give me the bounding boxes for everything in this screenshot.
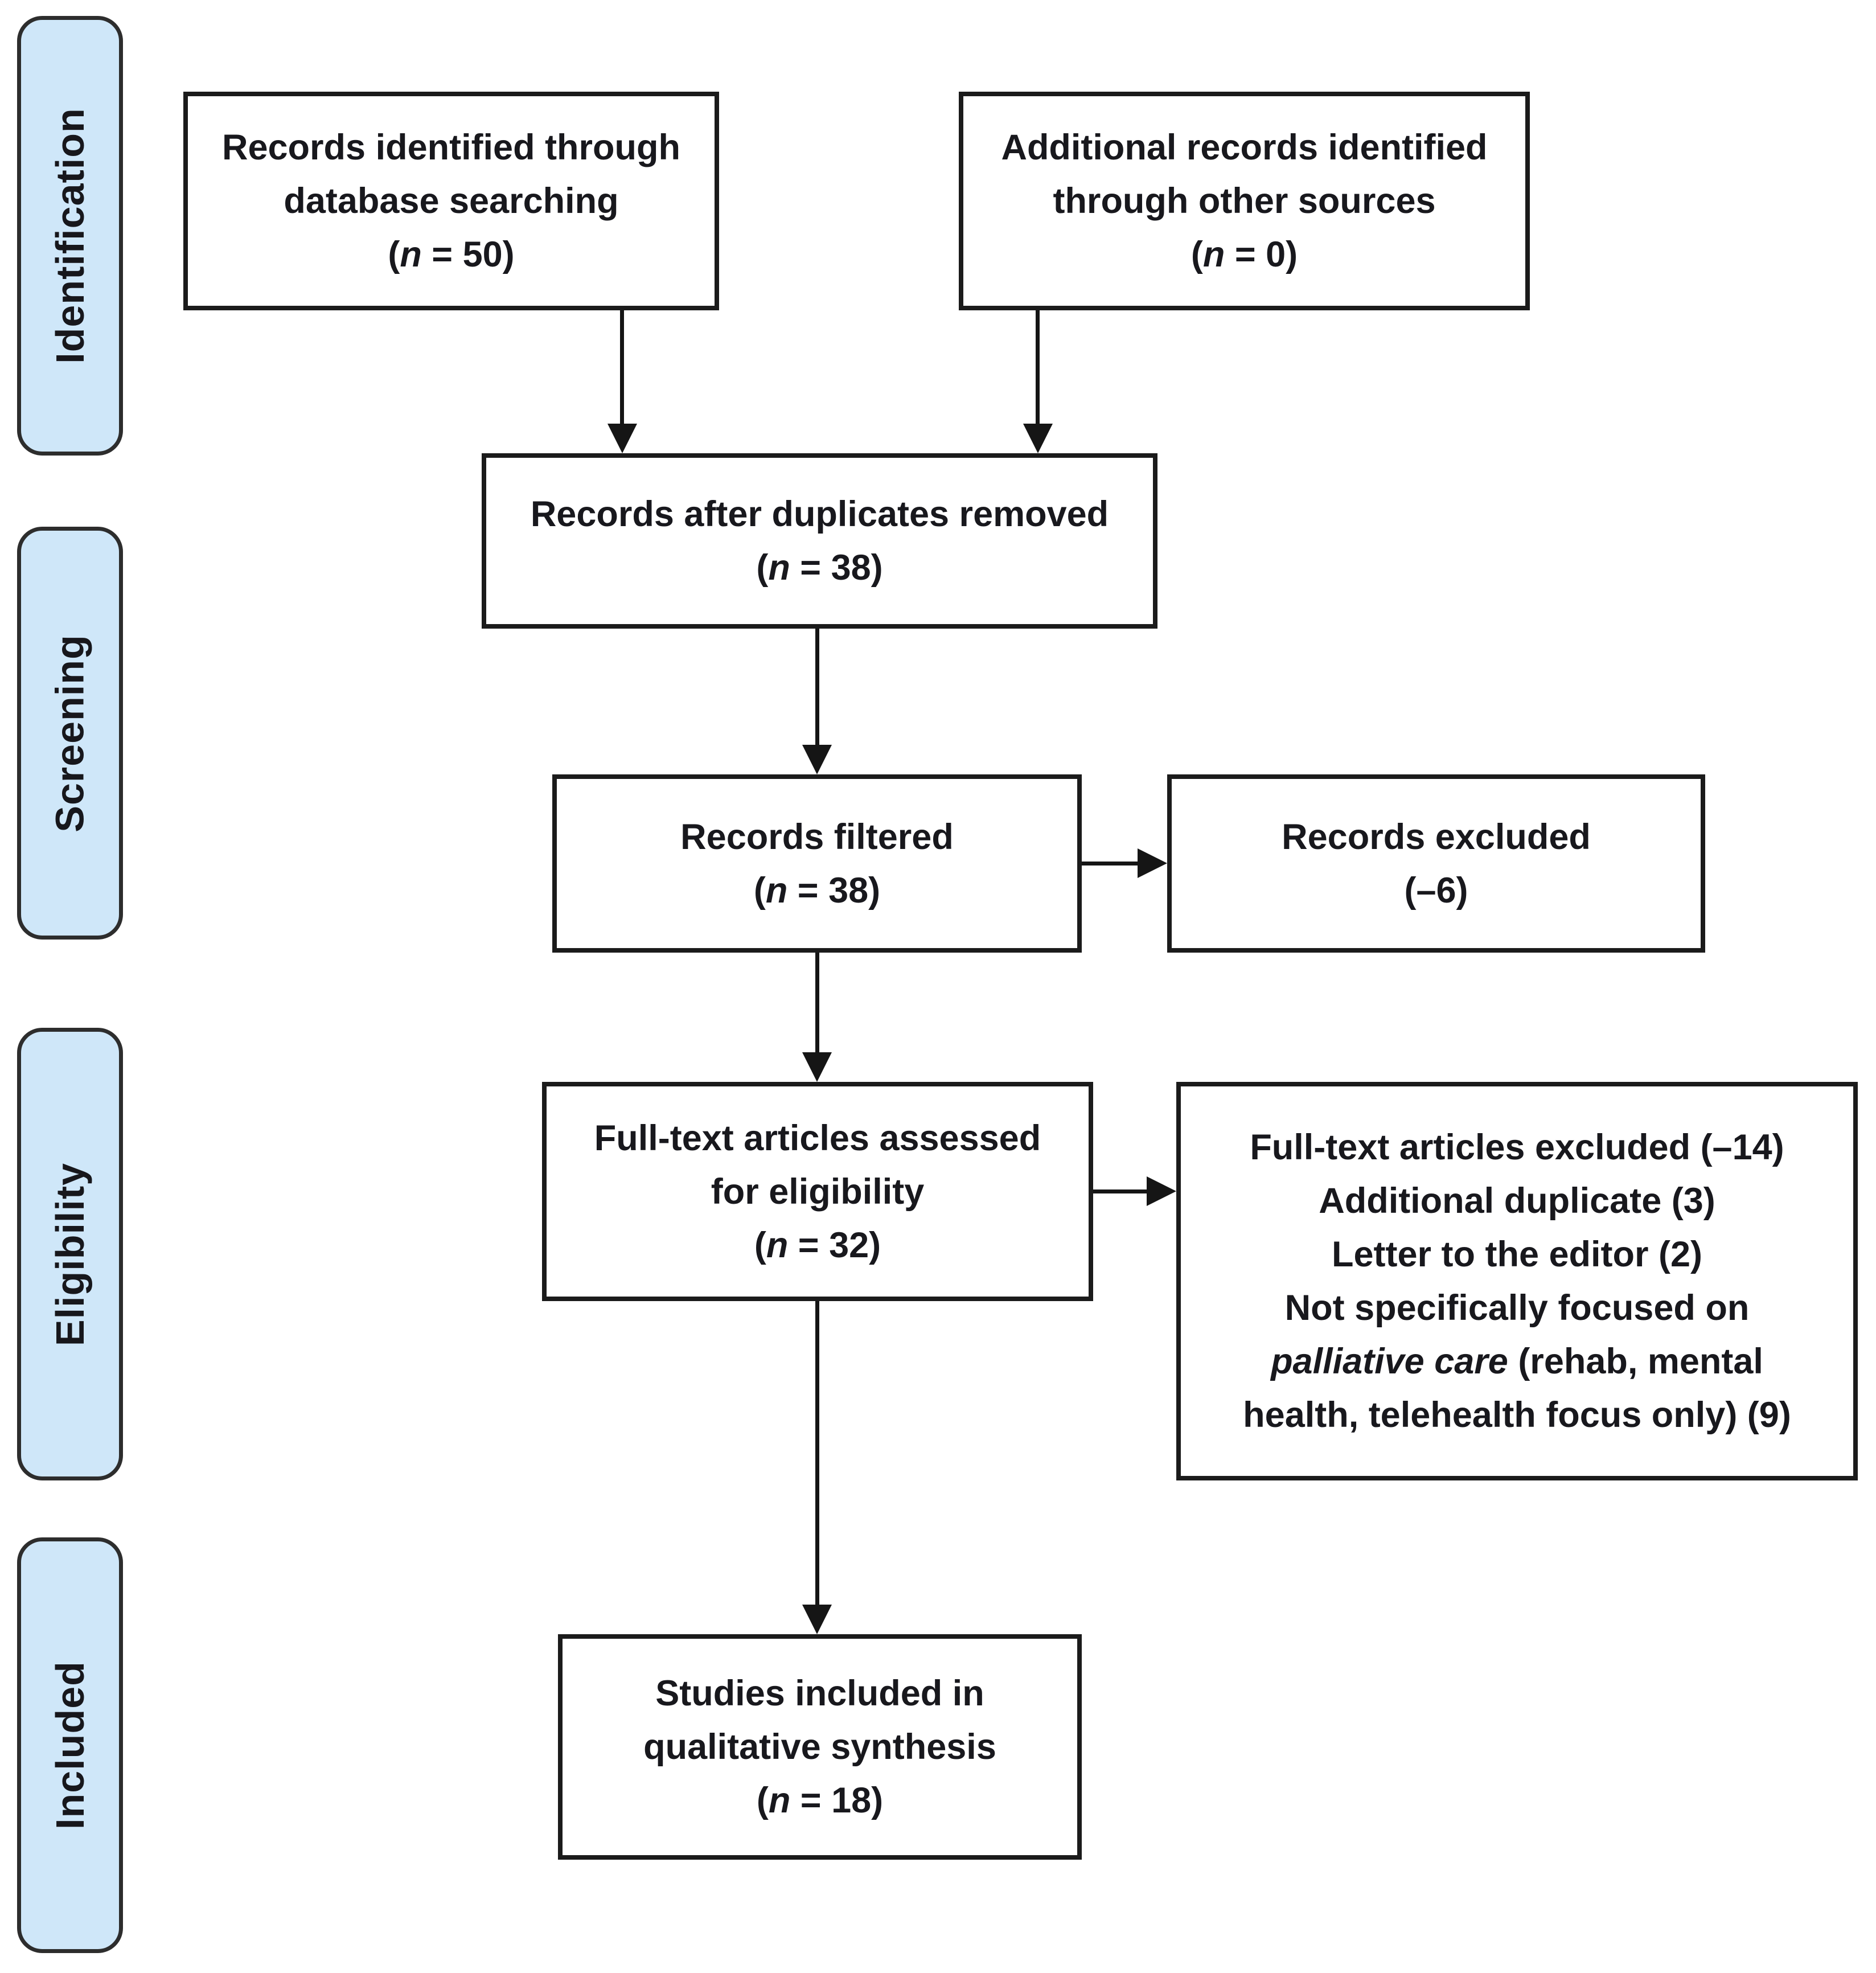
count-line: (n = 32) (754, 1219, 881, 1272)
n-value: = 50) (421, 235, 515, 274)
count-line: (n = 50) (388, 228, 514, 281)
arrow-duplicates-to-filtered-line (815, 629, 819, 745)
n-value: = 0) (1225, 235, 1298, 274)
stage-screening-label: Screening (48, 634, 93, 832)
after-italic-text: (rehab, mental (1508, 1342, 1763, 1381)
paren-open: ( (388, 235, 400, 274)
box-text-line: Records after duplicates removed (530, 494, 1109, 534)
stage-identification: Identification (17, 16, 123, 456)
arrow-identified-to-duplicates-line (620, 310, 624, 424)
box-records-identified: Records identified through database sear… (183, 92, 719, 310)
n-value: = 32) (788, 1225, 881, 1265)
arrow-fulltext-to-excluded-line (1093, 1189, 1147, 1193)
stage-included-label: Included (48, 1661, 93, 1830)
box-records-filtered: Records filtered (n = 38) (552, 774, 1082, 953)
arrow-filtered-to-excluded-head (1138, 848, 1167, 878)
box-text-line: Letter to the editor (2) (1331, 1234, 1702, 1274)
n-value: = 38) (790, 548, 883, 588)
stage-eligibility: Eligibility (17, 1028, 123, 1480)
arrow-fulltext-to-excluded-head (1147, 1176, 1176, 1206)
arrow-filtered-to-fulltext-line (815, 953, 819, 1052)
box-text-line: (–6) (1404, 870, 1468, 910)
arrow-identified-to-duplicates-head (607, 424, 637, 453)
arrow-fulltext-to-included-line (815, 1301, 819, 1605)
stage-screening: Screening (17, 527, 123, 940)
arrow-fulltext-to-included-head (802, 1605, 832, 1634)
box-text-line: Additional records identified (1001, 128, 1488, 167)
box-text-line: Records filtered (680, 817, 954, 857)
box-text-line: Records identified through (221, 128, 680, 167)
box-fulltext-assessed: Full-text articles assessed for eligibil… (542, 1082, 1093, 1301)
box-text-line: Full-text articles excluded (–14) (1250, 1127, 1784, 1167)
box-text-line-italic-mix: palliative care (rehab, mental (1271, 1335, 1763, 1388)
box-text-line: Additional duplicate (3) (1319, 1181, 1715, 1221)
paren-open: ( (756, 548, 769, 588)
n-symbol: n (768, 548, 790, 588)
box-fulltext-excluded: Full-text articles excluded (–14) Additi… (1176, 1082, 1858, 1480)
paren-open: ( (753, 870, 766, 910)
count-line: (n = 38) (754, 864, 880, 917)
box-text-line: Studies included in (655, 1673, 984, 1713)
box-duplicates-removed: Records after duplicates removed (n = 38… (482, 453, 1157, 629)
box-text-line: Records excluded (1282, 817, 1591, 857)
paren-open: ( (1191, 235, 1203, 274)
count-line: (n = 0) (1191, 228, 1298, 281)
arrow-filtered-to-excluded-line (1082, 862, 1138, 866)
box-additional-records: Additional records identified through ot… (959, 92, 1530, 310)
box-text-line: database searching (284, 181, 619, 221)
arrow-duplicates-to-filtered-head (802, 745, 832, 774)
n-symbol: n (766, 1225, 789, 1265)
box-text-line: Full-text articles assessed (594, 1118, 1041, 1158)
n-symbol: n (768, 1781, 791, 1820)
n-value: = 38) (787, 870, 881, 910)
count-line: (n = 38) (756, 541, 882, 594)
box-studies-included: Studies included in qualitative synthesi… (558, 1634, 1082, 1860)
n-symbol: n (400, 235, 422, 274)
arrow-additional-to-duplicates-head (1023, 424, 1053, 453)
box-text-line: for eligibility (711, 1171, 925, 1212)
italic-term: palliative care (1271, 1342, 1508, 1381)
box-text-line: through other sources (1053, 181, 1436, 221)
box-text-line: health, telehealth focus only) (9) (1243, 1395, 1791, 1435)
paren-open: ( (754, 1225, 766, 1265)
arrow-filtered-to-fulltext-head (802, 1052, 832, 1082)
n-value: = 18) (790, 1781, 884, 1820)
count-line: (n = 18) (757, 1774, 883, 1827)
n-symbol: n (1202, 235, 1225, 274)
stage-eligibility-label: Eligibility (48, 1162, 93, 1346)
box-text-line: qualitative synthesis (643, 1727, 996, 1767)
stage-identification-label: Identification (48, 108, 92, 364)
stage-included: Included (17, 1537, 123, 1953)
box-text-line: Not specifically focused on (1284, 1288, 1750, 1328)
paren-open: ( (756, 1781, 769, 1820)
arrow-additional-to-duplicates-line (1036, 310, 1040, 424)
n-symbol: n (765, 870, 788, 910)
box-records-excluded: Records excluded (–6) (1167, 774, 1705, 953)
